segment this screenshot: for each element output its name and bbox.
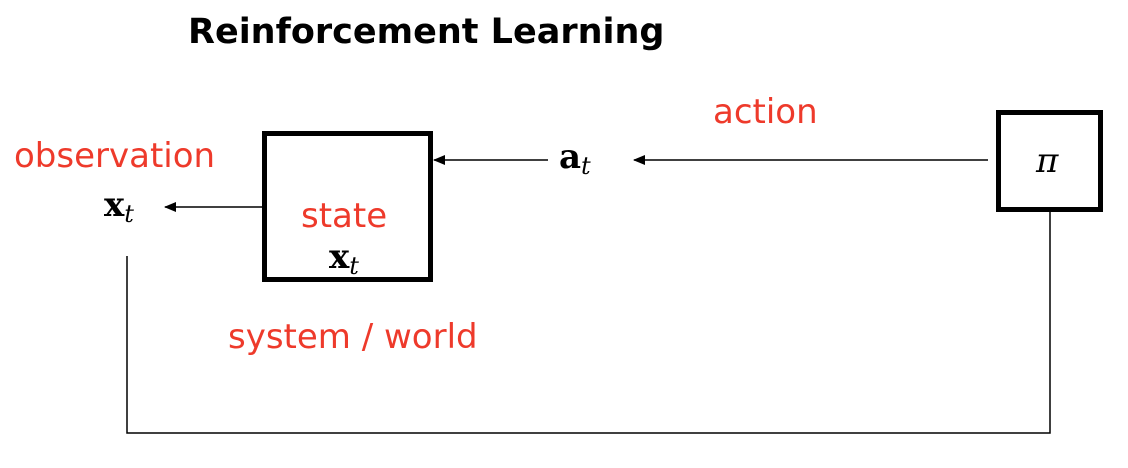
policy-box	[996, 110, 1103, 212]
action-symbol: at	[559, 137, 591, 180]
feedback-loop-line	[126, 211, 1051, 434]
diagram-title: Reinforcement Learning	[188, 12, 665, 52]
state-label: state	[301, 196, 388, 236]
system-box	[262, 131, 433, 282]
observation-symbol: xt	[104, 185, 134, 228]
state-symbol: xt	[329, 237, 359, 280]
action-label: action	[713, 92, 818, 132]
observation-label: observation	[14, 136, 216, 176]
policy-symbol: π	[1036, 141, 1059, 181]
system-world-label: system / world	[228, 317, 478, 357]
